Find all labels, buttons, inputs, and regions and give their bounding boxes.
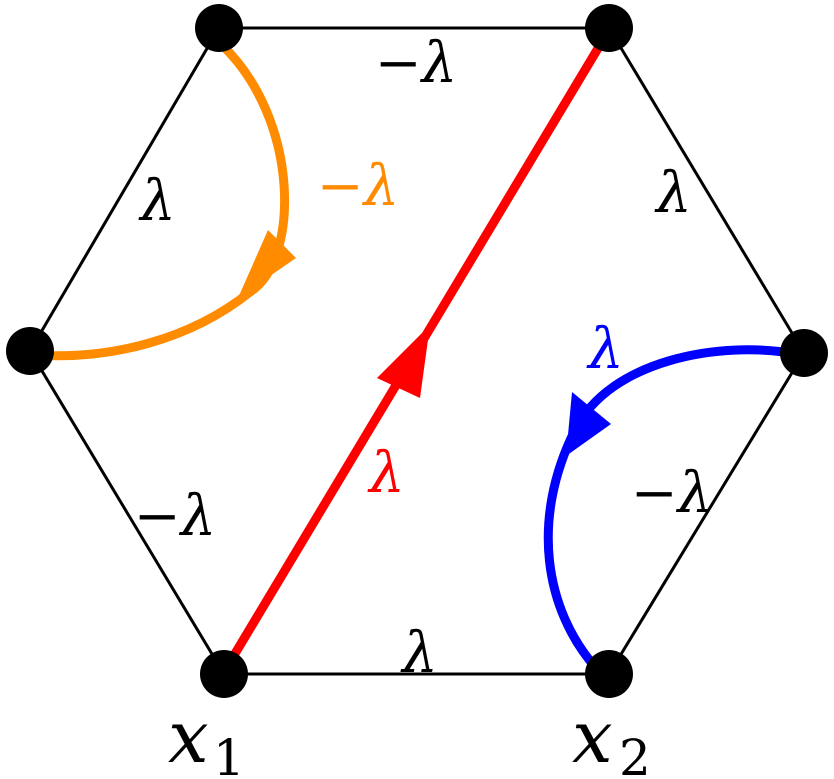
vertex-bottom-right (585, 650, 633, 698)
edge-lower-left (28, 350, 226, 675)
vertex-label-x2: x 2 (572, 695, 651, 779)
edge-upper-right (607, 27, 806, 354)
edge-lower-right (607, 352, 806, 675)
vertex-top-left (195, 4, 243, 52)
blue-arc-tail (543, 425, 601, 673)
edge-label-top: −λ (375, 31, 457, 96)
red-arrowhead (377, 325, 430, 398)
red-arrow-label: λ (367, 441, 405, 506)
edge-label-lower-left: −λ (134, 484, 216, 549)
edge-upper-left (28, 27, 221, 352)
vertex-top-right (585, 4, 633, 52)
edge-label-upper-right: λ (654, 161, 692, 226)
vertex-label-x2-sub: 2 (619, 729, 651, 779)
vertex-label-x1-base: x (168, 695, 209, 779)
orange-arrowhead (238, 230, 296, 298)
edge-label-bottom: λ (400, 621, 438, 686)
vertex-label-x1-sub: 1 (213, 729, 245, 779)
blue-arrowhead (566, 392, 611, 456)
orange-arrow-label: −λ (317, 154, 399, 219)
vertex-label-x2-base: x (572, 695, 613, 779)
edge-label-upper-left: λ (138, 169, 176, 234)
blue-arc (570, 345, 801, 435)
blue-arrow-label: λ (586, 317, 624, 382)
orange-arc-tail (30, 287, 255, 361)
vertex-bottom-left (200, 650, 248, 698)
vertex-right (780, 329, 828, 377)
vertex-left (6, 327, 54, 375)
vertex-label-x1: x 1 (168, 695, 245, 779)
edge-label-lower-right: −λ (631, 461, 713, 526)
